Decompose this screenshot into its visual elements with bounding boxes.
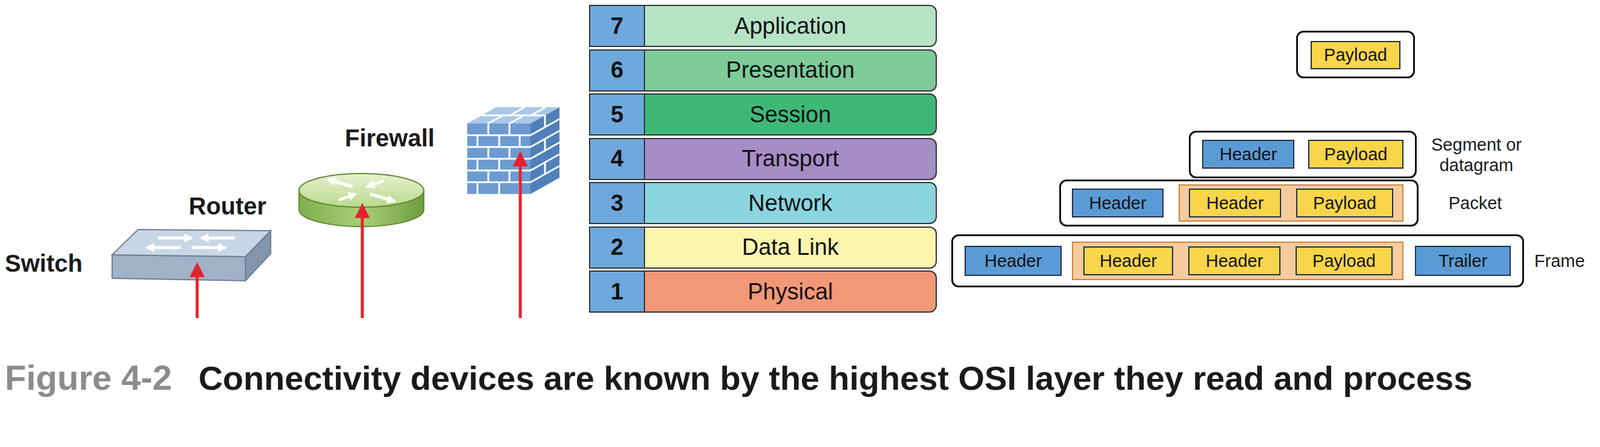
firewall-icon (467, 107, 560, 195)
osi-layer-row: 2Data Link (588, 226, 937, 269)
figure-caption: Figure 4-2 Connectivity devices are known… (4, 359, 1537, 406)
box-text: Payload (1312, 251, 1376, 272)
osi-layer-row: 5Session (588, 93, 937, 136)
layer-number: 6 (588, 49, 646, 92)
encapsulation-frame: Payload (1296, 30, 1415, 79)
layer-number: 3 (588, 182, 646, 225)
data-unit-box: Payload (1295, 246, 1393, 276)
switch-icon (112, 229, 271, 281)
box-text: Payload (1313, 193, 1377, 214)
layer-arrows (197, 154, 521, 319)
device-label: Firewall (344, 123, 435, 153)
osi-layer-row: 4Transport (588, 138, 937, 181)
data-unit-box: Header (1083, 246, 1174, 276)
box-text: Header (1099, 251, 1157, 272)
encapsulation-frame: PacketHeaderHeaderPayload (1059, 179, 1419, 227)
layer-name: Network (645, 182, 937, 225)
data-unit-box: Payload (1310, 40, 1401, 70)
box-text: Header (1206, 193, 1264, 214)
layer-number: 4 (588, 138, 646, 181)
layer-number: 2 (588, 226, 646, 269)
layer-name: Data Link (645, 226, 937, 269)
layer-name: Transport (645, 138, 937, 181)
box-text: Header (1219, 144, 1277, 165)
encapsulation-frame: Segment or datagramHeaderPayload (1188, 130, 1417, 179)
unit-label: Segment or datagram (1417, 134, 1536, 176)
layer-number: 7 (588, 4, 646, 48)
encapsulated-data: Header Header Payload (1071, 241, 1404, 281)
osi-layer-row: 7Application (588, 4, 937, 48)
header-box: Header (964, 245, 1062, 277)
box-text: Header (984, 251, 1042, 272)
osi-layer-row: 1Physical (588, 270, 937, 313)
unit-label: Packet (1442, 192, 1509, 214)
layer-name: Application (645, 4, 937, 48)
layer-name: Physical (645, 270, 937, 313)
encapsulation-frame: FrameHeaderHeaderHeaderPayloadTrailer (951, 234, 1525, 288)
box-text: Header (1205, 251, 1263, 272)
unit-label: Frame (1529, 250, 1590, 272)
box-text: Header (1088, 193, 1147, 214)
data-unit-box: Payload (1308, 139, 1404, 169)
data-unit-box: Payload (1296, 188, 1394, 218)
layer-name: Session (645, 93, 937, 136)
device-label: Router (188, 191, 267, 221)
header-box: Header (1071, 188, 1164, 218)
osi-layer-row: 6Presentation (588, 49, 937, 92)
box-text: Trailer (1438, 251, 1488, 272)
layer-name: Presentation (645, 49, 937, 92)
caption-text: Connectivity devices are known by the hi… (198, 359, 1473, 398)
layer-number: 1 (588, 270, 646, 313)
layer-number: 5 (588, 93, 646, 136)
figure-number: Figure 4-2 (4, 358, 172, 398)
device-label: Switch (4, 248, 83, 278)
data-unit-box: Header (1188, 188, 1282, 218)
osi-layer-row: 3Network (588, 182, 937, 225)
header-box: Header (1202, 139, 1295, 169)
data-unit-box: Header (1188, 246, 1281, 276)
header-box: Trailer (1414, 245, 1511, 277)
encapsulated-data: Header Payload (1178, 184, 1404, 222)
box-text: Payload (1323, 45, 1388, 66)
box-text: Payload (1324, 144, 1388, 165)
